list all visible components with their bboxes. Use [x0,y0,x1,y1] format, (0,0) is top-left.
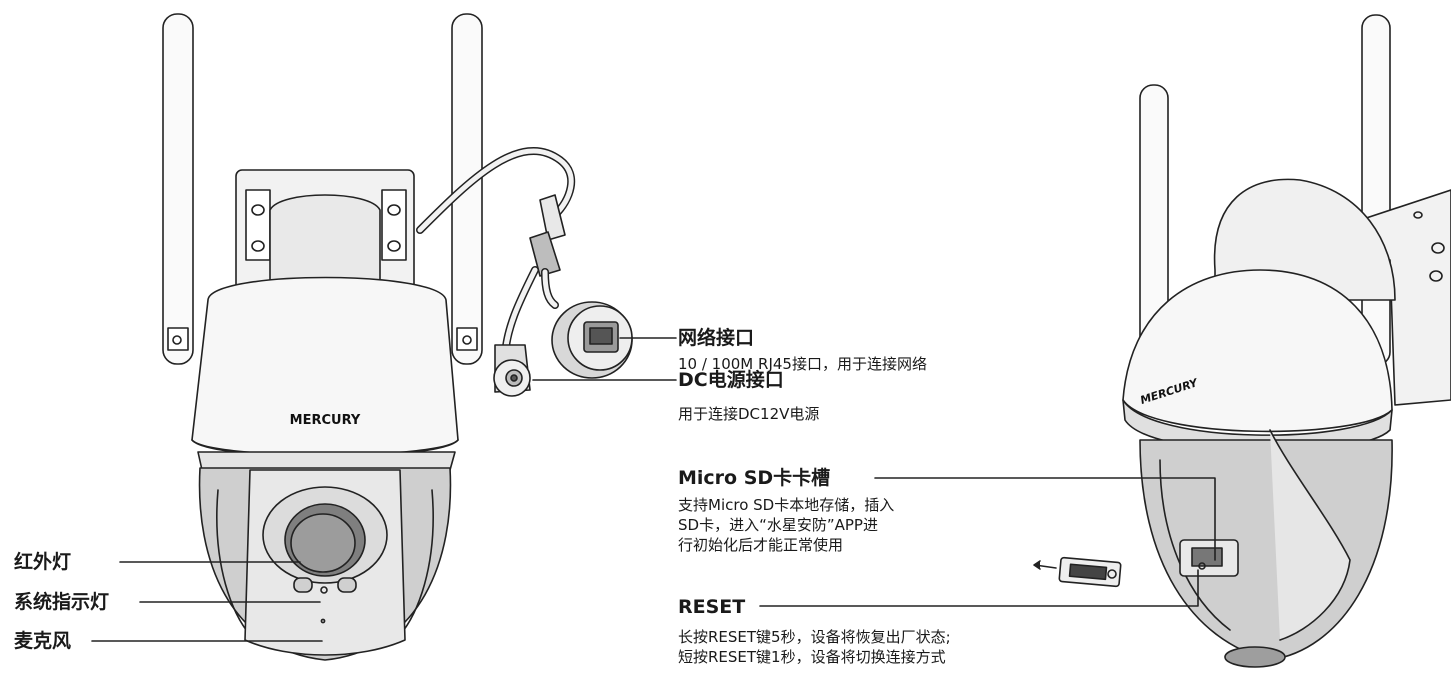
rj45-connector [551,301,633,379]
left-antenna [162,13,194,365]
dc-connector [493,344,531,397]
reset-desc: 长按RESET键5秒，设备将恢复出厂状态; 短按RESET键1秒，设备将切换连接… [678,628,951,666]
mic-label: 麦克风 [14,630,72,652]
dome [191,276,459,456]
side-dome [1122,269,1393,433]
ir-light-label: 红外灯 [14,551,72,573]
sd-slot-title: Micro SD卡卡槽 [678,467,831,489]
line-reset [759,569,1199,607]
side-pan-ball [1139,439,1393,661]
network-port-title: 网络接口 [678,327,755,349]
status-led-label: 系统指示灯 [14,591,110,613]
front-camera [162,13,633,661]
brand-front: MERCURY [290,413,361,428]
network-port-desc: 10 / 100M RJ45接口，用于连接网络 [678,355,927,373]
side-antenna-right [1361,14,1391,366]
dc-port-desc: 用于连接DC12V电源 [678,405,820,423]
line-sd [874,477,1216,561]
reset-title: RESET [678,596,746,618]
dc-port-title: DC电源接口 [678,369,784,391]
sd-slot-desc: 支持Micro SD卡本地存储，插入 SD卡，进入“水星安防”APP进 行初始化… [678,496,895,554]
sd-card [1033,556,1122,588]
side-camera [1033,14,1451,668]
